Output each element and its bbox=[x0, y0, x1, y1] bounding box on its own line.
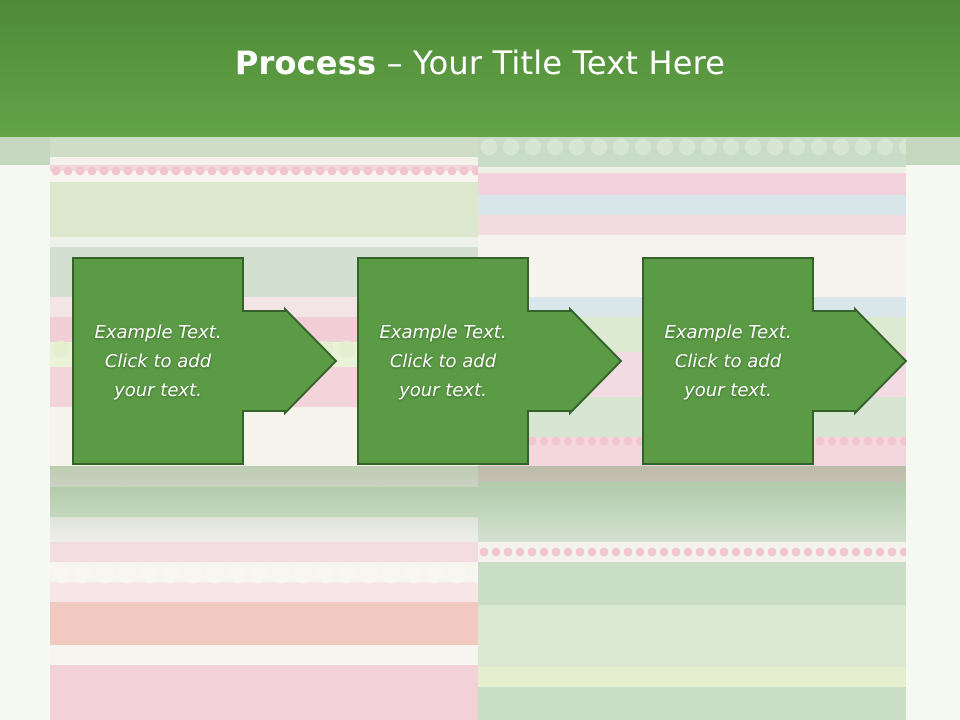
step-text-line: your text. bbox=[114, 379, 202, 401]
step-text: Example Text. Click to add your text. bbox=[357, 257, 529, 465]
arrow-box-shape bbox=[72, 257, 338, 465]
step-text-line: Click to add bbox=[389, 350, 497, 372]
slide-title[interactable]: Process – Your Title Text Here bbox=[235, 44, 725, 82]
title-rest-text: – Your Title Text Here bbox=[376, 43, 726, 82]
process-step-2[interactable]: Example Text. Click to add your text. bbox=[357, 257, 623, 465]
arrow-box-shape bbox=[357, 257, 623, 465]
background-dot-row bbox=[478, 546, 906, 558]
step-text-line: Example Text. bbox=[94, 321, 222, 343]
step-text: Example Text. Click to add your text. bbox=[72, 257, 244, 465]
background-dot-row bbox=[478, 137, 906, 157]
background-dot-row bbox=[50, 563, 478, 585]
step-text-line: your text. bbox=[399, 379, 487, 401]
background-dot-row bbox=[50, 165, 478, 177]
title-bold-text: Process bbox=[234, 43, 377, 82]
step-text-line: Click to add bbox=[104, 350, 212, 372]
process-step-3[interactable]: Example Text. Click to add your text. bbox=[642, 257, 908, 465]
title-bar: Process – Your Title Text Here bbox=[0, 0, 960, 137]
process-step-1[interactable]: Example Text. Click to add your text. bbox=[72, 257, 338, 465]
step-text: Example Text. Click to add your text. bbox=[642, 257, 814, 465]
step-text-line: Click to add bbox=[674, 350, 782, 372]
step-text-line: Example Text. bbox=[379, 321, 507, 343]
step-text-line: Example Text. bbox=[664, 321, 792, 343]
step-text-line: your text. bbox=[684, 379, 772, 401]
shape-reflection bbox=[50, 466, 906, 546]
arrow-box-shape bbox=[642, 257, 908, 465]
